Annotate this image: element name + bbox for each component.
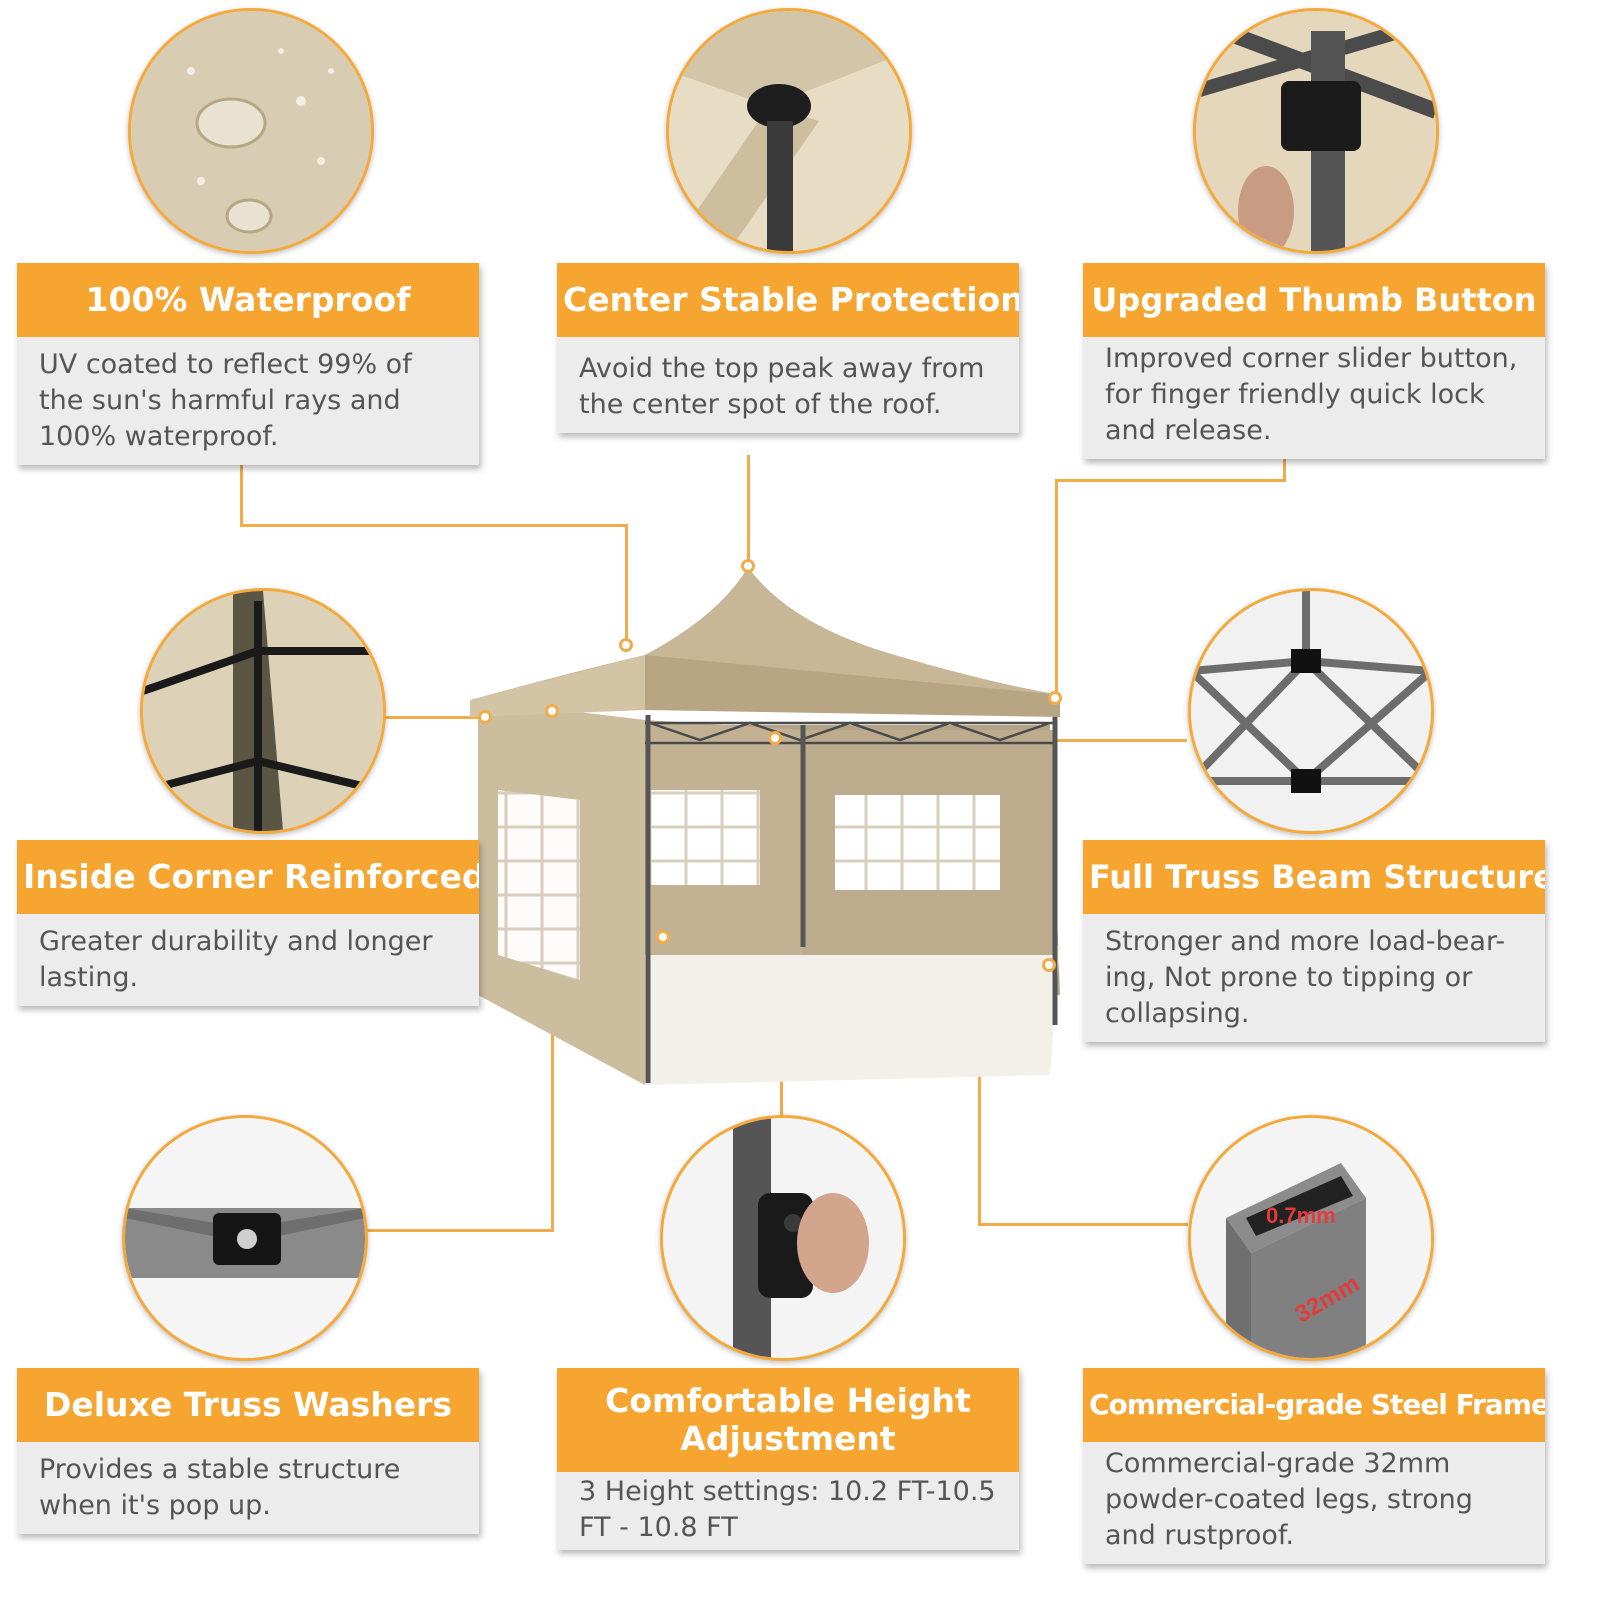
feature-title: Upgraded Thumb Button [1083,263,1545,337]
feature-card-inside-corner: Inside Corner Reinforced Greater durabil… [17,840,479,1006]
connector-line [978,966,981,1226]
truss-beam-photo [1188,588,1434,834]
feature-card-truss-beam: Full Truss Beam Structure Stronger and m… [1083,840,1545,1042]
marker-dot [545,704,559,718]
feature-description: Greater durability and longer lasting. [39,926,433,993]
feature-title: Commercial-grade Steel Frame [1083,1368,1545,1442]
feature-title: Center Stable Protection [557,263,1019,337]
feature-title: Deluxe Truss Washers [17,1368,479,1442]
center-peak-photo [666,8,912,254]
connector-line [625,524,628,646]
thumb-button-photo [1193,8,1439,254]
height-adjustment-photo [660,1115,906,1361]
feature-title: Inside Corner Reinforced [17,840,479,914]
feature-card-thumb-button: Upgraded Thumb Button Improved corner sl… [1083,263,1545,459]
marker-dot [656,930,670,944]
feature-card-truss-washers: Deluxe Truss Washers Provides a stable s… [17,1368,479,1534]
connector-line [747,455,750,567]
marker-dot [1048,691,1062,705]
feature-title: Full Truss Beam Structure [1083,840,1545,914]
feature-description: Stronger and more load-bear-ing, Not pro… [1105,926,1506,1029]
feature-description: UV coated to reflect 99% of the sun's ha… [39,349,412,452]
feature-card-waterproof: 100% Waterproof UV coated to reflect 99%… [17,263,479,465]
feature-description: Provides a stable structure when it's po… [39,1454,401,1521]
canopy-tent-illustration [470,567,1060,1085]
marker-dot [741,559,755,573]
connector-line [978,1223,1188,1226]
connector-line [360,1229,554,1232]
feature-description: Avoid the top peak away from the center … [579,353,985,420]
feature-card-height-adjustment: Comfortable Height Adjustment 3 Height s… [557,1368,1019,1550]
connector-line [1055,479,1286,482]
inside-corner-photo [140,588,386,834]
connector-line [1283,455,1286,482]
marker-dot [768,731,782,745]
marker-dot [619,638,633,652]
feature-card-center-stable: Center Stable Protection Avoid the top p… [557,263,1019,433]
feature-description: Commercial-grade 32mm powder-coated legs… [1105,1448,1473,1551]
truss-washer-photo [122,1115,368,1361]
thickness-label: 0.7mm [1266,1203,1336,1228]
feature-card-steel-frame: Commercial-grade Steel Frame Commercial-… [1083,1368,1545,1564]
feature-title: 100% Waterproof [17,263,479,337]
waterproof-fabric-photo [128,8,374,254]
marker-dot [478,710,492,724]
feature-description: 3 Height settings: 10.2 FT-10.5 FT - 10.… [579,1476,996,1543]
connector-line [1055,479,1058,699]
feature-description: Improved corner slider button, for finge… [1105,343,1518,446]
feature-title: Comfortable Height Adjustment [557,1368,1019,1472]
steel-frame-photo: 0.7mm 32mm [1188,1115,1434,1361]
connector-line [240,455,243,527]
connector-line [240,524,628,527]
connector-line [380,716,488,719]
marker-dot [1042,958,1056,972]
